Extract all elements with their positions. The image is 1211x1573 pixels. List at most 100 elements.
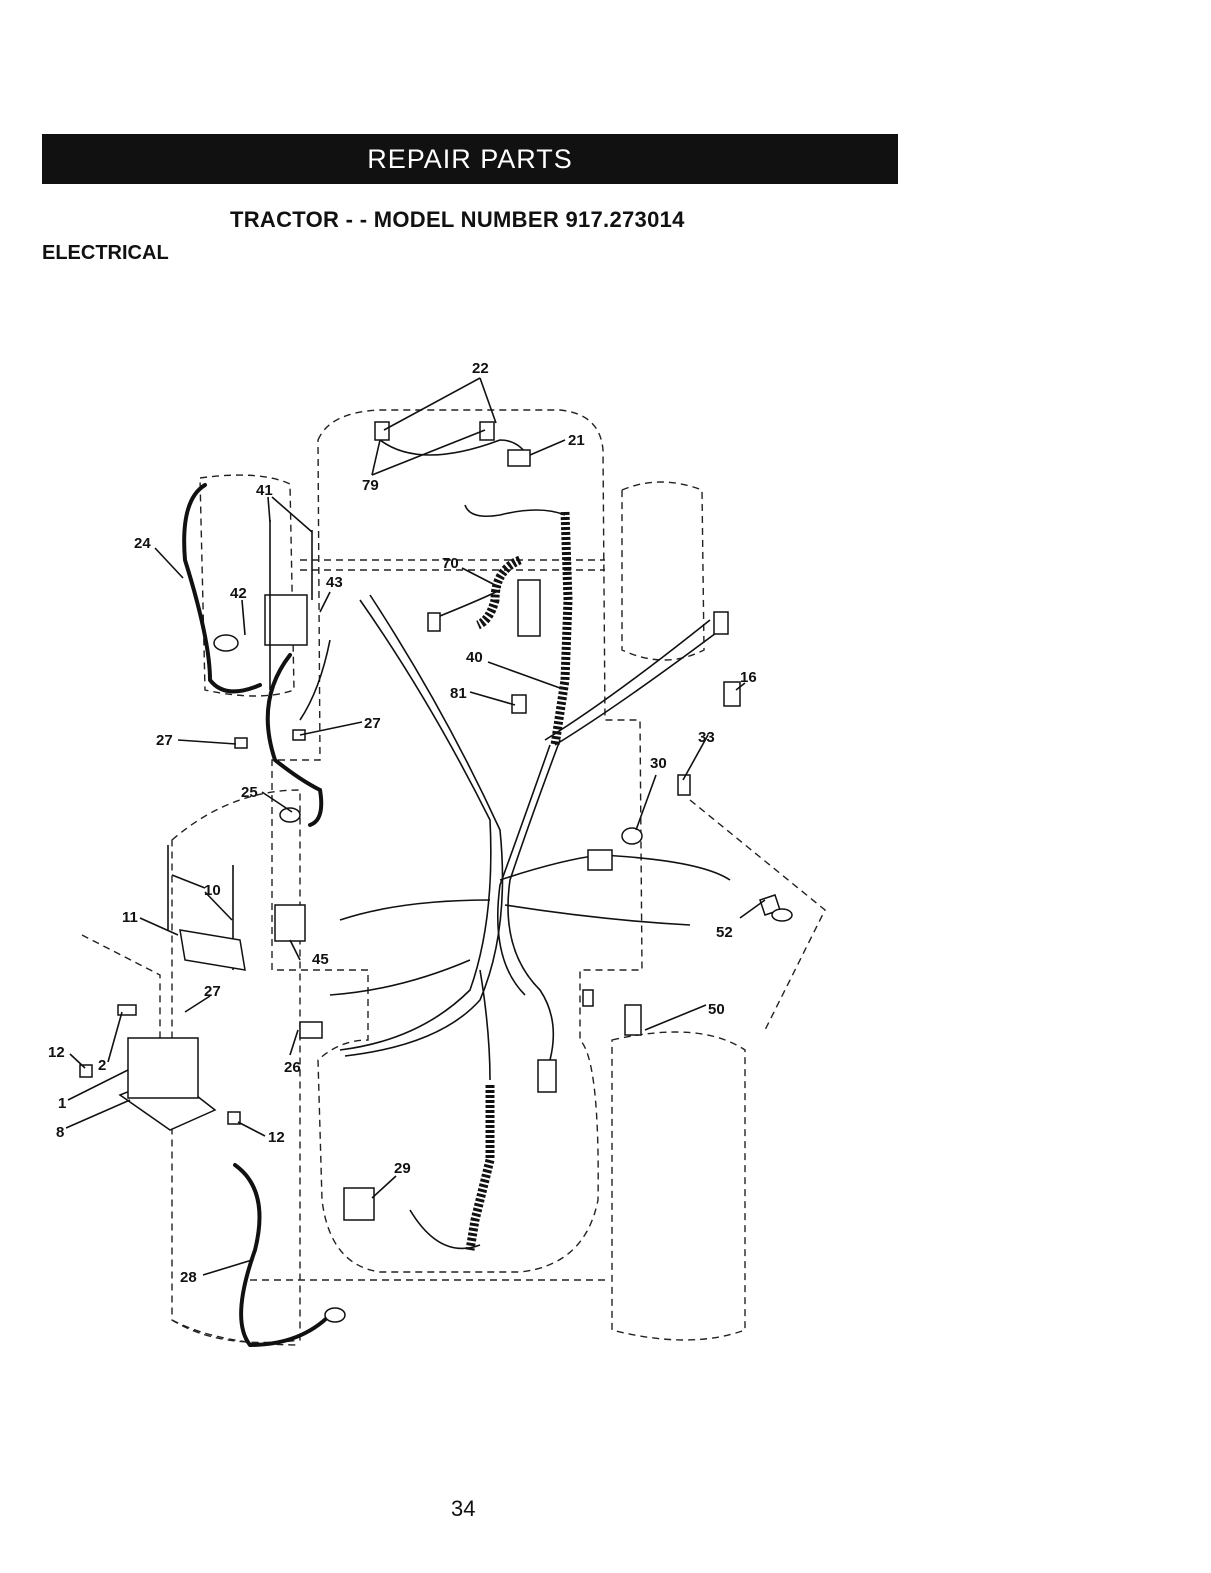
leader-45	[290, 940, 300, 960]
switch-30	[622, 828, 642, 844]
callout-30: 30	[650, 755, 667, 772]
conduit-40	[555, 512, 568, 745]
leader-lines	[66, 378, 765, 1275]
ring-52	[772, 909, 792, 921]
components	[80, 422, 792, 1322]
callout-16: 16	[740, 669, 757, 686]
leader-12b	[238, 1122, 265, 1136]
callout-22: 22	[472, 360, 489, 377]
callout-27-left: 27	[156, 732, 173, 749]
leader-10	[172, 875, 232, 920]
hold-down-11	[180, 930, 245, 970]
callout-52: 52	[716, 924, 733, 941]
callout-27-right: 27	[364, 715, 381, 732]
callout-2: 2	[98, 1057, 106, 1074]
leader-25	[262, 792, 292, 812]
callout-33: 33	[698, 729, 715, 746]
connector-rear	[538, 1060, 556, 1092]
cable-24	[184, 485, 260, 691]
harness-strand-6	[505, 905, 690, 925]
front-left-tire-outline	[200, 475, 294, 696]
callout-27-mid: 27	[204, 983, 221, 1000]
callout-12-right: 12	[268, 1129, 285, 1146]
leader-42	[242, 600, 245, 635]
switch-16	[724, 682, 740, 706]
ignition-module	[518, 580, 540, 636]
callout-81: 81	[450, 685, 467, 702]
wire-harness	[300, 440, 730, 1248]
leader-12a	[70, 1054, 85, 1068]
conduit-rear	[470, 1085, 490, 1250]
harness-connector	[588, 850, 612, 870]
callout-8: 8	[56, 1124, 64, 1141]
cable-28	[235, 1165, 330, 1345]
fuse-block-45	[275, 905, 305, 941]
leader-24	[155, 548, 183, 578]
callout-79: 79	[362, 477, 379, 494]
callout-41: 41	[256, 482, 273, 499]
callout-1: 1	[58, 1095, 66, 1112]
bolt-2	[118, 1005, 136, 1015]
callout-45: 45	[312, 951, 329, 968]
leader-50	[645, 1005, 706, 1030]
leader-40	[488, 662, 560, 688]
callout-42: 42	[230, 585, 247, 602]
connector-21	[508, 450, 530, 466]
terminal-26	[300, 1022, 322, 1038]
leader-52	[740, 900, 765, 918]
leader-29	[372, 1176, 396, 1198]
harness-strand-5	[500, 855, 730, 880]
headlight-left	[375, 422, 389, 440]
leader-30	[636, 775, 656, 830]
ring-terminal-28	[325, 1308, 345, 1322]
callout-40: 40	[466, 649, 483, 666]
plug-center	[583, 990, 593, 1006]
leader-43	[320, 592, 330, 612]
battery-cables	[184, 485, 330, 1345]
harness-strand-12	[465, 505, 565, 516]
fender-outline-right	[690, 800, 825, 1030]
callout-26: 26	[284, 1059, 301, 1076]
solenoid-assembly	[265, 595, 307, 645]
callout-24: 24	[134, 535, 151, 552]
nut-27-left	[235, 738, 247, 748]
callout-11: 11	[122, 909, 138, 926]
leader-8	[66, 1100, 130, 1128]
harness-strand-7	[340, 900, 490, 920]
callout-21: 21	[568, 432, 585, 449]
harness-strand-8	[330, 960, 470, 995]
callout-70: 70	[442, 555, 459, 572]
callout-50: 50	[708, 1001, 725, 1018]
nut-12-left	[80, 1065, 92, 1077]
tractor-outline	[82, 410, 825, 1345]
leader-81	[470, 692, 515, 705]
leader-2	[108, 1012, 122, 1062]
module-29	[344, 1188, 374, 1220]
callout-25: 25	[241, 784, 258, 801]
connector-top-right	[714, 612, 728, 634]
callout-43: 43	[326, 574, 343, 591]
leader-27b	[300, 722, 362, 735]
harness-strand-10	[555, 630, 720, 745]
callout-29: 29	[394, 1160, 411, 1177]
switch-50	[625, 1005, 641, 1035]
leader-26	[290, 1030, 298, 1055]
leader-27a	[178, 740, 236, 744]
battery-1	[128, 1038, 198, 1098]
leader-28	[203, 1260, 252, 1275]
leader-22	[384, 378, 496, 430]
harness-strand-16	[300, 640, 330, 720]
frame-outline	[272, 410, 642, 1272]
rear-right-tire-outline	[612, 1032, 745, 1340]
callout-28: 28	[180, 1269, 197, 1286]
harness-strand-4	[498, 745, 550, 995]
front-right-tire-outline	[622, 482, 704, 660]
callout-12-left: 12	[48, 1044, 65, 1061]
ring-terminal-42	[214, 635, 238, 651]
callout-10: 10	[204, 882, 221, 899]
page-number: 34	[451, 1496, 475, 1522]
leader-21	[530, 440, 565, 455]
connector-left-70	[428, 613, 440, 631]
callout-labels: 22 21 79 41 24 70 43 42 40 16 81 27 27 3…	[48, 360, 757, 1286]
